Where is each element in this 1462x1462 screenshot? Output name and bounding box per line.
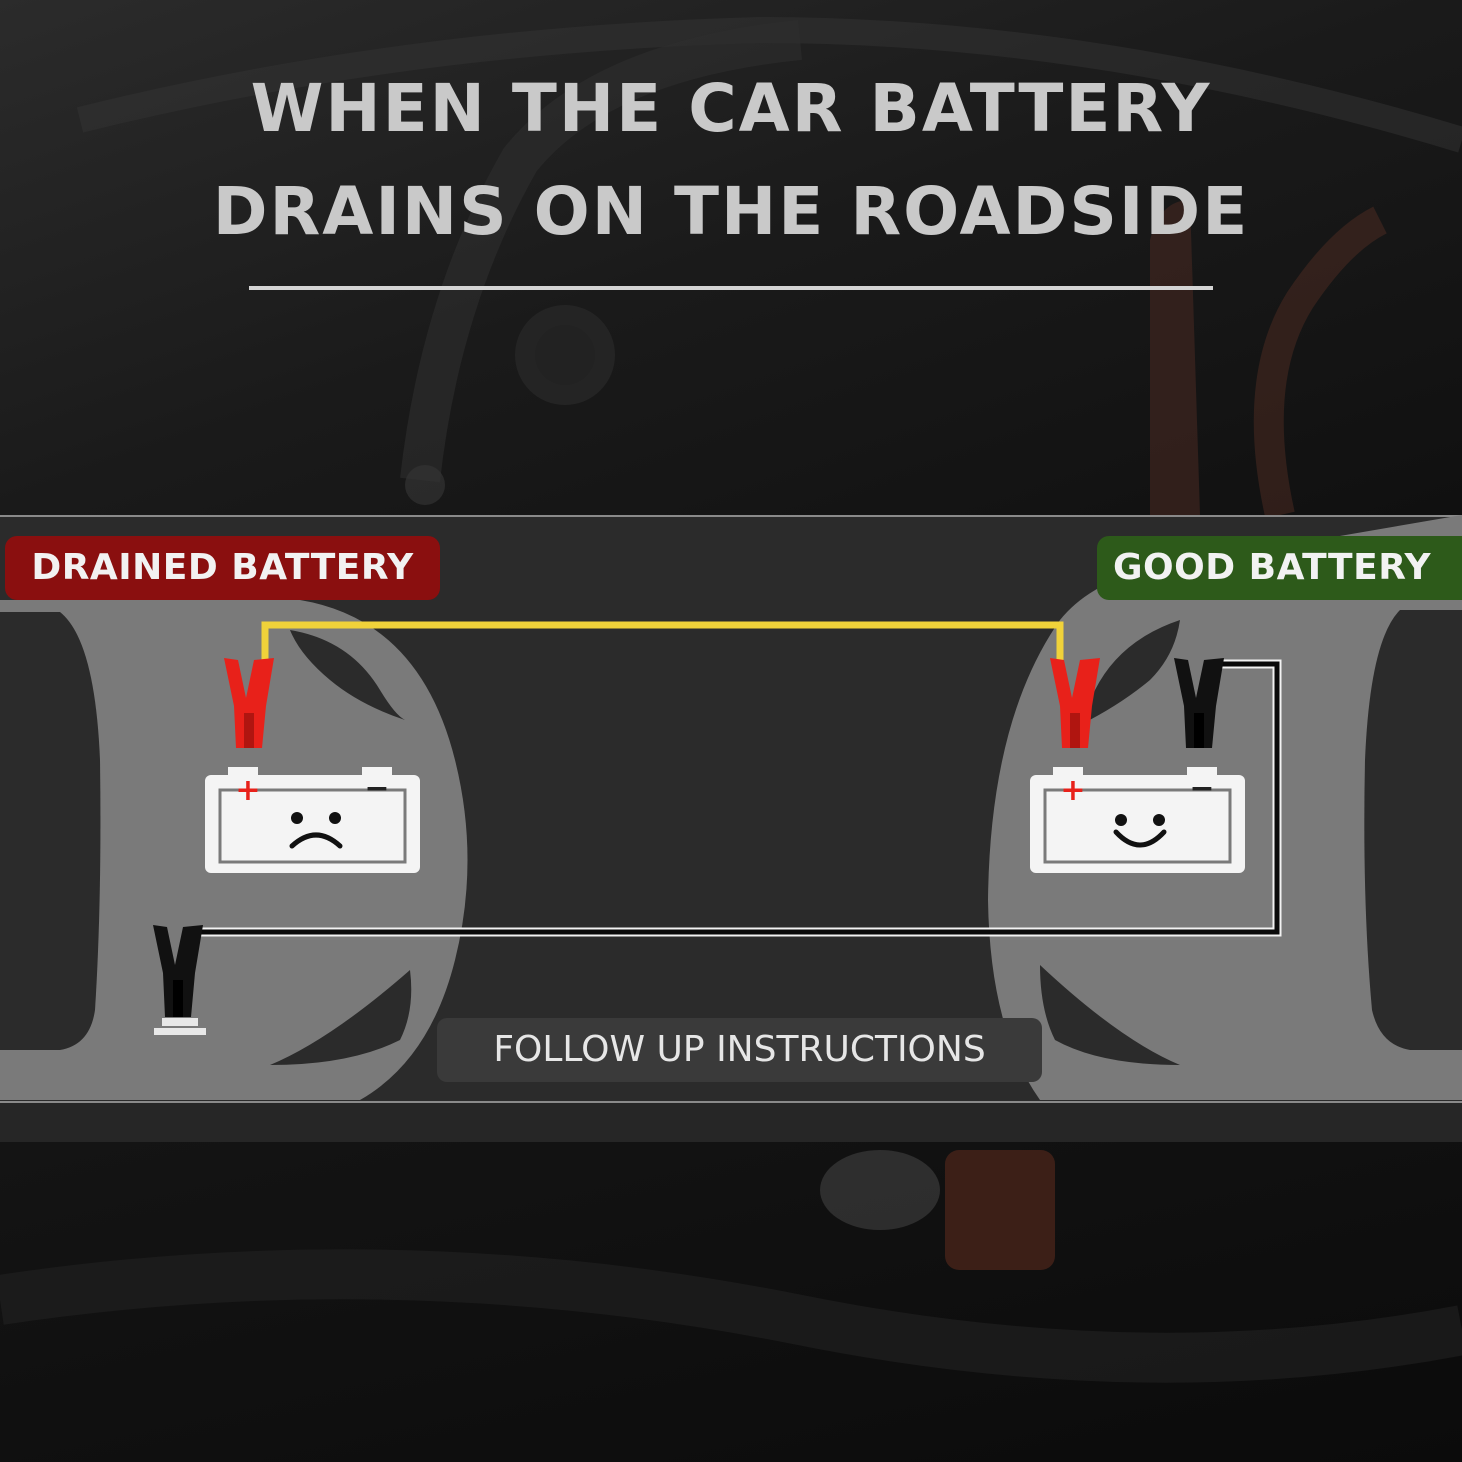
- good-negative-clamp-icon: [1174, 658, 1224, 748]
- sad-face-icon: [289, 812, 343, 849]
- follow-up-instructions-label: FOLLOW UP INSTRUCTIONS: [437, 1018, 1042, 1082]
- good-battery-icon: + −: [1030, 767, 1245, 873]
- good-plus-terminal: +: [1060, 773, 1085, 808]
- drained-positive-clamp-icon: [224, 658, 274, 748]
- page-title-line-1: WHEN THE CAR BATTERY: [250, 70, 1212, 147]
- good-minus-terminal: −: [1189, 771, 1214, 806]
- ground-clamp-icon: [153, 925, 203, 1017]
- title-divider: [249, 286, 1213, 290]
- good-battery-badge: GOOD BATTERY: [1097, 536, 1462, 600]
- drained-plus-terminal: +: [235, 773, 260, 808]
- page-title-line-2: DRAINS ON THE ROADSIDE: [212, 173, 1250, 250]
- drained-battery-icon: + −: [205, 767, 420, 873]
- drained-battery-badge: DRAINED BATTERY: [5, 536, 440, 600]
- positive-jumper-cable: [261, 621, 1064, 665]
- smiley-face-icon: [1113, 814, 1167, 848]
- ground-point-icon: [154, 1018, 206, 1035]
- drained-minus-terminal: −: [364, 771, 389, 806]
- good-positive-clamp-icon: [1050, 658, 1100, 748]
